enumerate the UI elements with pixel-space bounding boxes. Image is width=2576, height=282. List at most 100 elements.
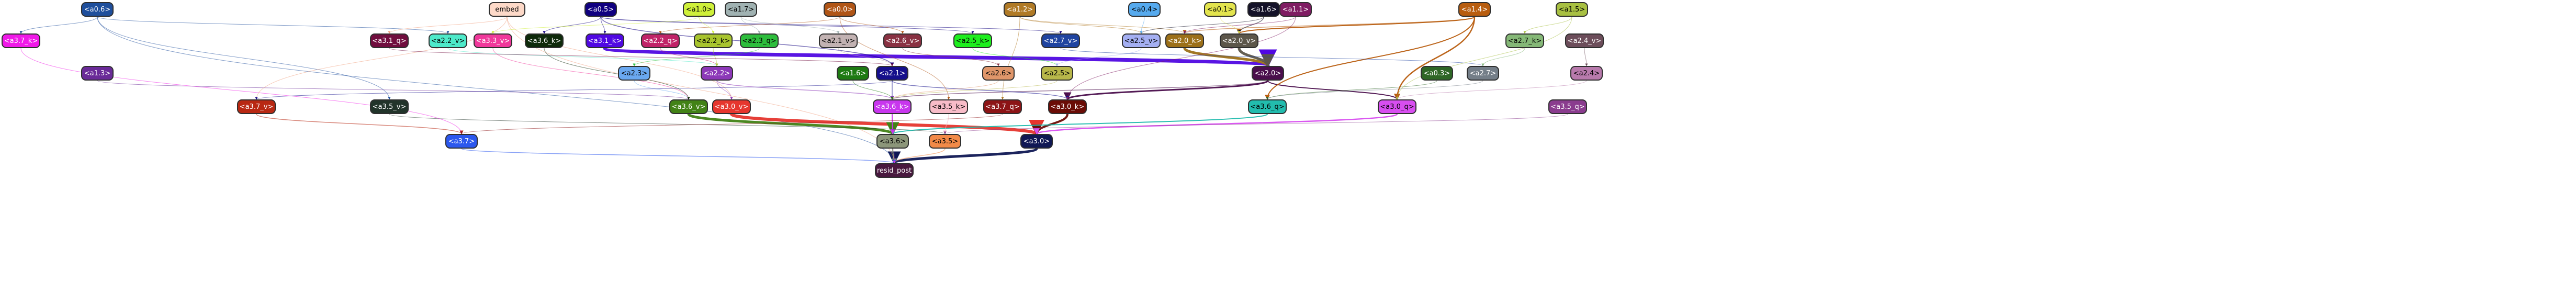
node-a3-5-k[interactable]: <a3.5_k> — [929, 99, 968, 114]
node-resid-post[interactable]: resid_post — [875, 163, 914, 178]
edge-a1_7-to-a2_3_q — [740, 16, 761, 34]
edge-a3_5_k-to-a3_5 — [943, 114, 949, 134]
node-a2-5[interactable]: <a2.5> — [1041, 66, 1073, 81]
node-a3-0[interactable]: <a3.0> — [1020, 134, 1053, 149]
node-a3-6-q[interactable]: <a3.6_q> — [1248, 99, 1287, 114]
edge-a0_0-to-a3_5_k — [839, 16, 950, 100]
node-a2-0-k[interactable]: <a2.0_k> — [1165, 33, 1204, 48]
node-a3-6-v[interactable]: <a3.6_v> — [669, 99, 708, 114]
edge-a2_7-to-a3_6_q — [1266, 80, 1483, 100]
edge-a1_2-to-a2_5_v — [1019, 16, 1143, 34]
edge-a0_1-to-a2_0_v — [1220, 16, 1241, 34]
edge-a1_5-to-a3_0_q — [1396, 16, 1572, 100]
node-a2-3[interactable]: <a2.3> — [618, 66, 650, 81]
edge-layer — [19, 16, 1588, 165]
node-a3-6-k2[interactable]: <a3.6_k> — [873, 99, 912, 114]
node-a2-0-v[interactable]: <a2.0_v> — [1220, 33, 1258, 48]
node-a3-1-k[interactable]: <a3.1_k> — [586, 33, 624, 48]
node-a1-5[interactable]: <a1.5> — [1556, 2, 1588, 17]
node-a1-4[interactable]: <a1.4> — [1458, 2, 1491, 17]
edge-a3_0-to-resid_post — [887, 147, 1038, 165]
node-a3-0-q[interactable]: <a3.0_q> — [1378, 99, 1416, 114]
node-a3-7-q[interactable]: <a3.7_q> — [983, 99, 1022, 114]
node-a3-1-q[interactable]: <a3.1_q> — [370, 33, 409, 48]
edge-a0_4-to-a2_5_v — [1140, 16, 1145, 34]
node-a0-0[interactable]: <a0.0> — [824, 2, 856, 17]
node-a1-6b[interactable]: <a1.6> — [837, 66, 869, 81]
node-a2-0[interactable]: <a2.0> — [1252, 66, 1284, 81]
edge-a2_6-to-a3_6_k2 — [891, 80, 999, 100]
edge-a2_0_v-to-a2_0 — [1238, 48, 1275, 67]
node-a1-6[interactable]: <a1.6> — [1247, 2, 1280, 17]
node-a0-4[interactable]: <a0.4> — [1128, 2, 1161, 17]
edge-a3_6_v-to-a3_6 — [687, 112, 899, 136]
edge-embed-to-a3_7_v — [255, 16, 508, 100]
node-a2-1[interactable]: <a2.1> — [876, 66, 908, 81]
node-a3-5-v[interactable]: <a3.5_v> — [370, 99, 409, 114]
node-a3-7-k[interactable]: <a3.7_k> — [2, 33, 40, 48]
edge-a3_0_v-to-a3_0 — [730, 112, 1044, 136]
node-a1-2[interactable]: <a1.2> — [1004, 2, 1036, 17]
edge-a2_5_v-to-a2_5 — [1055, 48, 1142, 66]
node-a2-4-v[interactable]: <a2.4_v> — [1565, 33, 1604, 48]
node-a0-6[interactable]: <a0.6> — [81, 2, 114, 17]
edge-a1_6b-to-a3_6_k2 — [852, 80, 894, 100]
node-a3-6-k[interactable]: <a3.6_k> — [525, 33, 564, 48]
edge-a1_2-to-a3_7_q — [1001, 16, 1020, 100]
edge-a2_4_v-to-a2_4 — [1584, 48, 1588, 66]
edge-a1_4-to-a2_0_v — [1236, 16, 1475, 34]
node-a0-3[interactable]: <a0.3> — [1421, 66, 1453, 81]
node-a3-7-v[interactable]: <a3.7_v> — [237, 99, 276, 114]
edge-a3_7_k-to-a3_7 — [20, 48, 463, 134]
node-a1-3[interactable]: <a1.3> — [81, 66, 114, 81]
edge-a1_0-to-a3_3_v — [491, 16, 700, 34]
edge-a0_6-to-a2_2_v — [97, 16, 449, 34]
node-a2-1-v[interactable]: <a2.1_v> — [819, 33, 858, 48]
node-a0-5[interactable]: <a0.5> — [584, 2, 617, 17]
edge-a1_1-to-a2_0_k — [1183, 16, 1296, 34]
node-a3-7[interactable]: <a3.7> — [445, 134, 478, 149]
node-a2-7-k[interactable]: <a2.7_k> — [1505, 33, 1544, 48]
node-a1-1[interactable]: <a1.1> — [1279, 2, 1312, 17]
node-embed[interactable]: embed — [489, 2, 525, 17]
node-a1-0[interactable]: <a1.0> — [683, 2, 715, 17]
node-a2-7[interactable]: <a2.7> — [1467, 66, 1499, 81]
edge-a2_0-to-a3_0_q — [1267, 80, 1400, 100]
node-a1-7[interactable]: <a1.7> — [725, 2, 757, 17]
edge-a1_7-to-a2_1_v — [740, 16, 840, 34]
node-a2-2[interactable]: <a2.2> — [701, 66, 733, 81]
node-a2-5-v[interactable]: <a2.5_v> — [1122, 33, 1161, 48]
edge-a0_5-to-a3_1_k — [600, 16, 606, 34]
edge-a2_4-to-a3_0_q — [1396, 80, 1587, 100]
edge-a0_6-to-a3_5_v — [97, 16, 391, 100]
node-a3-6[interactable]: <a3.6> — [876, 134, 909, 149]
node-a3-0-v[interactable]: <a3.0_v> — [712, 99, 751, 114]
node-a2-3-q[interactable]: <a2.3_q> — [740, 33, 779, 48]
node-a2-4[interactable]: <a2.4> — [1570, 66, 1603, 81]
node-a2-7-v[interactable]: <a2.7_v> — [1041, 33, 1080, 48]
edge-a0_6-to-resid_post — [97, 16, 896, 164]
edge-a1_1-to-a3_0_k — [1066, 16, 1296, 100]
node-a3-0-k[interactable]: <a3.0_k> — [1048, 99, 1087, 114]
edge-a0_6-to-a3_7_k — [19, 16, 98, 34]
node-a2-2-v[interactable]: <a2.2_v> — [429, 33, 467, 48]
node-a3-5-q[interactable]: <a3.5_q> — [1548, 99, 1587, 114]
node-a3-5[interactable]: <a3.5> — [929, 134, 961, 149]
node-a2-5-k[interactable]: <a2.5_k> — [953, 33, 992, 48]
node-a3-3-v[interactable]: <a3.3_v> — [474, 33, 512, 48]
edge-a3_5_q-to-a3_5 — [943, 114, 1568, 134]
edge-a2_0-to-a3_0_k — [1063, 80, 1269, 100]
edge-a1_2-to-a2_0_k — [1019, 16, 1186, 34]
node-a2-2-q[interactable]: <a2.2_q> — [641, 33, 680, 48]
edge-a1_3-to-a3_6_v — [97, 80, 690, 100]
node-a2-6[interactable]: <a2.6> — [982, 66, 1015, 81]
node-a2-6-v[interactable]: <a2.6_v> — [883, 33, 922, 48]
edge-a3_1_k-to-a2_0 — [603, 46, 1276, 68]
edge-a1_4-to-a3_0_q — [1393, 16, 1476, 100]
node-a2-2-k[interactable]: <a2.2_k> — [694, 33, 733, 48]
edge-a1_5-to-a2_7_k — [1523, 16, 1572, 34]
edge-a2_2_k-to-a2_2 — [713, 48, 718, 66]
node-a0-1[interactable]: <a0.1> — [1204, 2, 1236, 17]
edge-a1_0-to-a2_2_k — [699, 16, 715, 34]
